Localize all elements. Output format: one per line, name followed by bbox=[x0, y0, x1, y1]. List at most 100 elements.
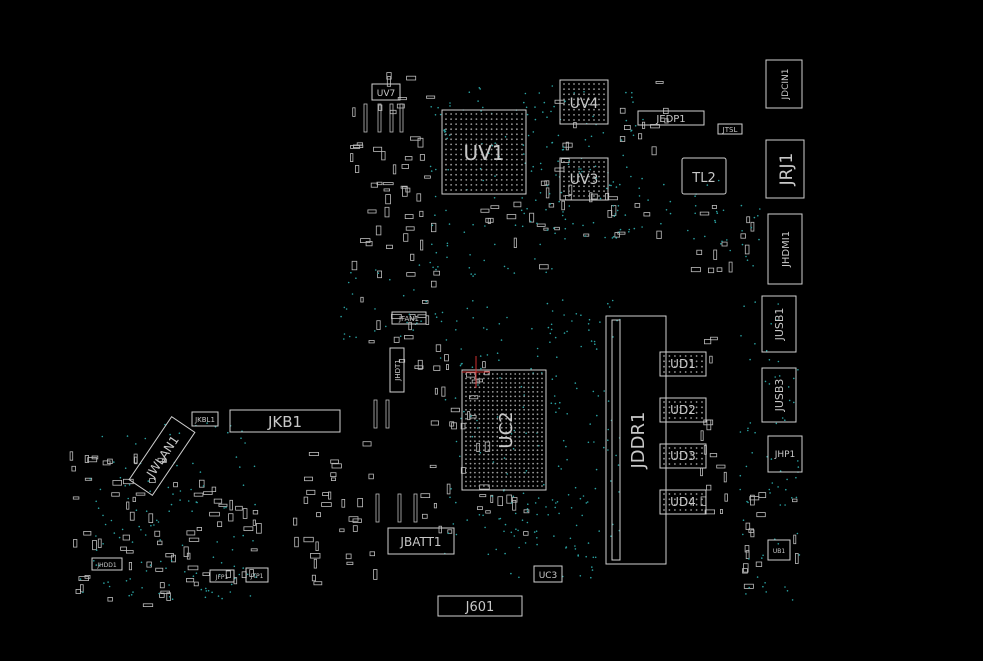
via bbox=[530, 367, 532, 370]
passive-pad bbox=[405, 226, 415, 231]
via bbox=[726, 239, 728, 241]
via bbox=[795, 476, 797, 479]
component-jtsl-label: JTSL bbox=[722, 126, 738, 134]
passive-pad bbox=[107, 597, 113, 602]
component-uv3[interactable]: UV3 bbox=[559, 157, 609, 201]
via bbox=[612, 205, 615, 207]
component-jhdt1-label: JHDT1 bbox=[394, 359, 402, 381]
passive-pad bbox=[315, 541, 319, 552]
passive-pad bbox=[406, 272, 416, 277]
component-uv4[interactable]: UV4 bbox=[559, 79, 609, 125]
via bbox=[158, 592, 160, 595]
passive-pad bbox=[619, 136, 626, 142]
component-uc3[interactable]: UC3 bbox=[533, 565, 563, 583]
passive-pad bbox=[120, 546, 127, 551]
component-jhdmi1[interactable]: JHDMI1 bbox=[767, 213, 803, 285]
via bbox=[98, 564, 101, 567]
passive-pad bbox=[252, 509, 259, 515]
component-jwlan1[interactable]: JWLAN1 bbox=[128, 415, 196, 497]
component-jfp1[interactable]: JFP1 bbox=[209, 569, 235, 583]
passive-pad bbox=[345, 553, 352, 560]
passive-pad bbox=[746, 216, 751, 224]
via bbox=[548, 192, 551, 195]
passive-pad bbox=[430, 222, 437, 233]
component-jusb3[interactable]: JUSB3 bbox=[761, 367, 797, 423]
via bbox=[530, 170, 533, 172]
component-ud4[interactable]: UD4 bbox=[659, 489, 707, 515]
passive-pad bbox=[133, 453, 138, 464]
passive-pad bbox=[554, 167, 565, 172]
passive-pad bbox=[716, 464, 726, 469]
via bbox=[539, 162, 542, 165]
via bbox=[514, 512, 517, 515]
via bbox=[521, 197, 523, 199]
component-jhdd1[interactable]: JHDD1 bbox=[91, 557, 123, 571]
via bbox=[795, 496, 798, 499]
via bbox=[536, 347, 539, 350]
component-jedp1[interactable]: JEDP1 bbox=[637, 110, 705, 126]
via bbox=[631, 96, 633, 99]
component-jdcin1[interactable]: JDCIN1 bbox=[765, 59, 803, 109]
via bbox=[244, 442, 246, 444]
component-uv7[interactable]: UV7 bbox=[371, 83, 401, 101]
component-jkb1[interactable]: JKB1 bbox=[229, 409, 341, 433]
passive-pad bbox=[188, 537, 200, 542]
passive-pad bbox=[743, 583, 754, 589]
via bbox=[526, 207, 528, 210]
passive-pad bbox=[417, 314, 427, 318]
component-tl2[interactable]: TL2 bbox=[681, 157, 727, 195]
via bbox=[557, 465, 560, 468]
via bbox=[778, 375, 781, 377]
via bbox=[412, 329, 415, 331]
component-jtsl[interactable]: JTSL bbox=[717, 123, 743, 135]
component-ud2[interactable]: UD2 bbox=[659, 397, 707, 423]
passive-pad bbox=[420, 239, 424, 251]
passive-pad bbox=[710, 336, 718, 341]
component-jtp1[interactable]: JTP1 bbox=[245, 567, 269, 583]
via bbox=[532, 165, 534, 168]
passive-pad bbox=[97, 538, 102, 548]
via bbox=[574, 486, 577, 489]
passive-pad bbox=[706, 484, 712, 491]
component-jfan1[interactable]: JFAN1 bbox=[391, 311, 427, 325]
passive-pad bbox=[243, 526, 254, 531]
component-jhp1[interactable]: JHP1 bbox=[767, 435, 803, 473]
via bbox=[445, 339, 448, 341]
component-jbatt1[interactable]: JBATT1 bbox=[387, 527, 455, 555]
via bbox=[488, 152, 490, 155]
component-ub1[interactable]: UB1 bbox=[767, 539, 791, 561]
component-jkbl1[interactable]: JKBL1 bbox=[191, 411, 219, 427]
passive-pad bbox=[330, 472, 337, 478]
via bbox=[561, 214, 564, 217]
passive-pad bbox=[430, 420, 440, 426]
component-uc2[interactable]: UC2 bbox=[461, 356, 547, 491]
passive-pad bbox=[416, 193, 422, 202]
passive-pad bbox=[690, 267, 701, 273]
via bbox=[470, 273, 473, 275]
via bbox=[756, 576, 759, 578]
via bbox=[470, 415, 472, 417]
via bbox=[526, 508, 529, 510]
component-jddr1[interactable]: JDDR1 bbox=[605, 315, 667, 565]
component-j601[interactable]: J601 bbox=[437, 595, 523, 617]
via bbox=[631, 91, 633, 94]
passive-pad bbox=[433, 270, 440, 276]
component-jrj1[interactable]: JRJ1 bbox=[765, 139, 805, 199]
via bbox=[633, 227, 636, 230]
passive-pad bbox=[617, 231, 626, 235]
component-jhdt1[interactable]: JHDT1 bbox=[389, 347, 405, 393]
component-ud1[interactable]: UD1 bbox=[659, 351, 707, 377]
via bbox=[603, 446, 605, 449]
component-ud3[interactable]: UD3 bbox=[659, 443, 707, 469]
via bbox=[574, 548, 577, 550]
via bbox=[482, 106, 484, 109]
component-jusb1[interactable]: JUSB1 bbox=[761, 295, 797, 353]
via bbox=[446, 242, 449, 245]
via bbox=[131, 541, 134, 543]
via bbox=[551, 85, 554, 87]
passive-pad bbox=[590, 193, 598, 200]
via bbox=[478, 514, 481, 516]
via bbox=[455, 533, 458, 536]
via bbox=[793, 377, 795, 380]
component-uv1[interactable]: UV1 bbox=[441, 109, 527, 195]
